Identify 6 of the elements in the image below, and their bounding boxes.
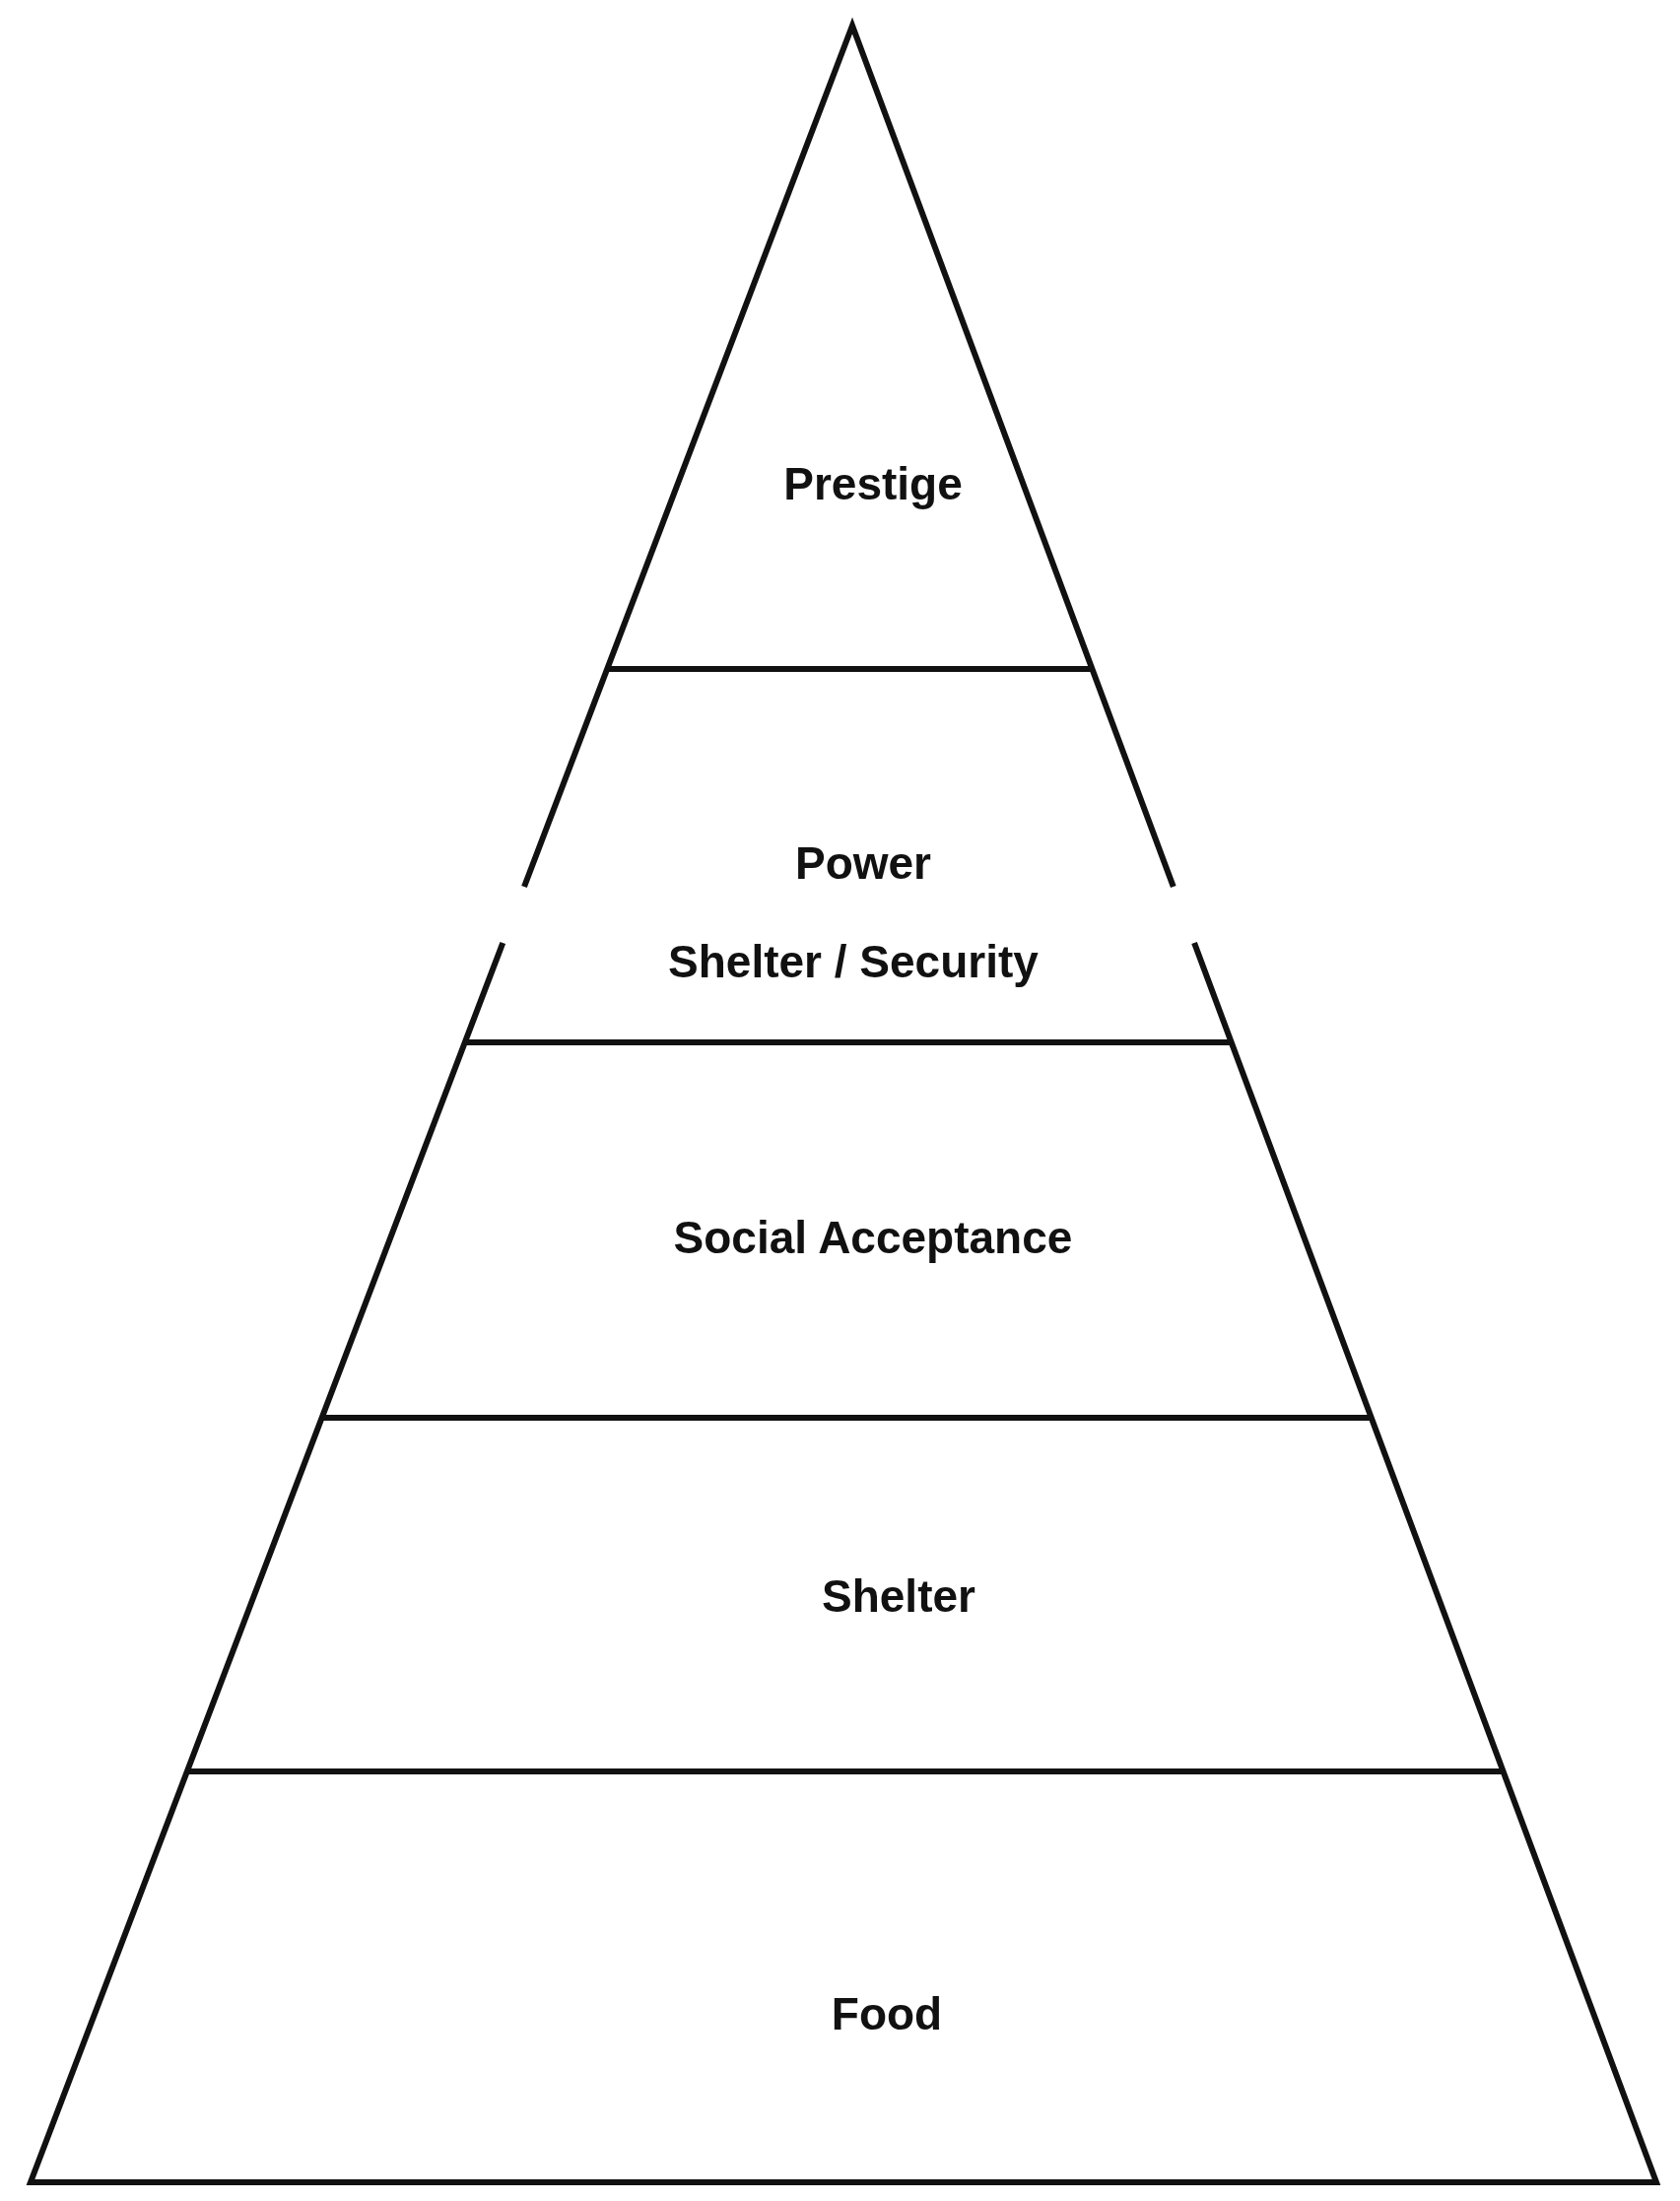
level-label: Food [831,1987,943,2040]
level-label: Social Acceptance [673,1211,1073,1264]
level-label: Power [794,836,931,890]
level-label: Prestige [783,457,963,510]
level-label: Shelter / Security [668,935,1039,988]
level-label: Shelter [822,1569,975,1623]
